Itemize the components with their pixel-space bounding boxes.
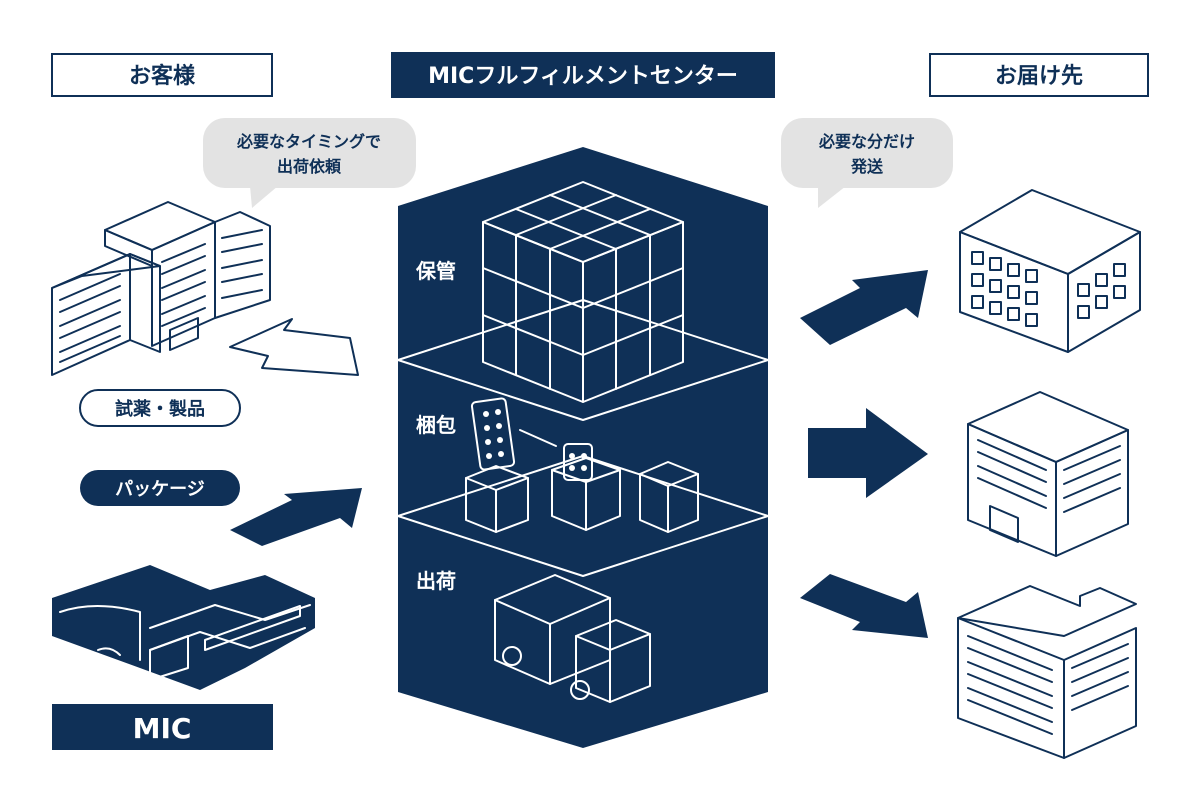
destination-building-3-icon: [957, 585, 1137, 759]
mic-label-text: MIC: [133, 712, 192, 745]
ship-arrow-1-icon: [800, 270, 928, 345]
package-arrow-icon: [230, 488, 362, 546]
boxes-stack-icon: [482, 181, 684, 403]
destination-header-label: お届け先: [995, 64, 1083, 89]
destination-building-2-icon: [967, 391, 1129, 557]
goods-tag: 試薬・製品: [79, 389, 241, 427]
ship-bubble: 必要な分だけ 発送: [781, 118, 953, 208]
order-request-bubble: 必要なタイミングで 出荷依頼: [203, 118, 416, 208]
order-request-line2: 出荷依頼: [277, 157, 342, 176]
step-shipping-label: 出荷: [416, 569, 456, 593]
center-header: MICフルフィルメントセンター: [391, 52, 775, 98]
customer-building-icon: [51, 201, 271, 376]
package-tag: パッケージ: [80, 470, 240, 506]
goods-tag-label: 試薬・製品: [115, 398, 205, 420]
order-request-line1: 必要なタイミングで: [236, 132, 381, 151]
ship-bubble-line1: 必要な分だけ: [818, 132, 915, 151]
package-tag-label: パッケージ: [115, 479, 205, 500]
mic-factory-icon: [52, 565, 315, 690]
customer-header: お客様: [51, 53, 273, 97]
delivery-truck-icon: [494, 574, 651, 703]
mic-label: MIC: [52, 704, 273, 750]
fulfillment-center-hexagon: 保管 梱包 出荷: [397, 147, 769, 748]
customer-header-label: お客様: [129, 63, 196, 89]
ship-bubble-line2: 発送: [850, 157, 884, 176]
destination-header: お届け先: [929, 53, 1149, 97]
ship-arrow-2-icon: [808, 408, 928, 498]
ship-arrow-3-icon: [800, 574, 928, 638]
destination-building-1-icon: [959, 189, 1141, 353]
packing-box-icon: [465, 397, 699, 533]
center-header-label: MICフルフィルメントセンター: [428, 64, 738, 89]
step-packing-label: 梱包: [416, 413, 456, 437]
step-storage-label: 保管: [415, 259, 456, 283]
goods-arrow-icon: [229, 318, 359, 376]
